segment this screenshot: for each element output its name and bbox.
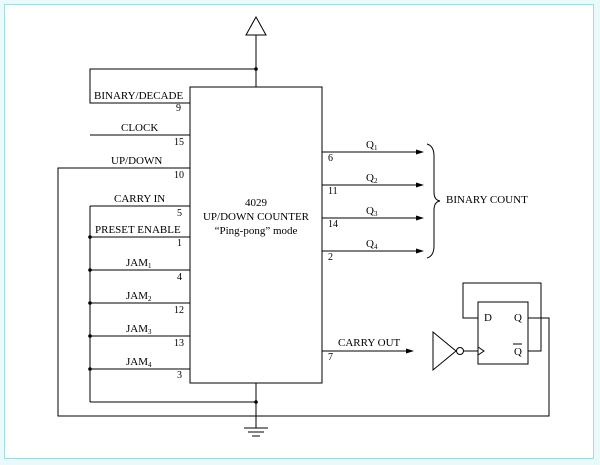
junction-dot [254,400,258,404]
inverter-gate [432,330,457,372]
ff-d-label: D [484,312,492,324]
output-arrow [416,248,424,254]
input-label-jam3: JAM3 [126,323,152,336]
pin-number: 4 [177,272,182,283]
pin-number: 2 [328,252,333,263]
pin-number: 1 [177,238,182,249]
junction-dot [88,235,92,239]
binary-count-brace [426,143,441,259]
input-label-jam1: JAM1 [126,257,152,270]
binary-count-label: BINARY COUNT [446,194,528,206]
junction-dot [88,301,92,305]
output-arrow [416,182,424,188]
pin-number: 6 [328,153,333,164]
output-label-q2: Q2 [366,172,378,185]
chip-name: UP/DOWN COUNTER [203,211,310,223]
ff-qbar-label: Q [514,346,522,358]
carry-out-arrow [406,348,414,354]
pin-number: 11 [328,186,338,197]
junction-dot [88,334,92,338]
pin-number: 9 [176,103,181,114]
output-label-q4: Q4 [366,238,378,251]
output-label-q1: Q1 [366,139,378,152]
pin-number: 15 [174,137,184,148]
pin-number: 14 [328,219,338,230]
pin-number: 3 [177,370,182,381]
pin-number: 12 [174,305,184,316]
ff-q-label: Q [514,312,522,324]
input-label-jam4: JAM4 [126,356,152,369]
output-arrow [416,215,424,221]
output-label-q3: Q3 [366,205,378,218]
output-arrow [416,149,424,155]
pin-number: 10 [174,170,184,181]
input-label-up-down: UP/DOWN [111,155,162,167]
input-label-carry-in: CARRY IN [114,193,165,205]
junction-dot [88,268,92,272]
power-supply-symbol [245,15,267,36]
chip-number: 4029 [245,197,268,209]
input-label-clock: CLOCK [121,122,158,134]
input-label-binary-decade: BINARY/DECADE [94,90,184,102]
input-label-jam2: JAM2 [126,290,152,303]
carry-out-label: CARRY OUT [338,337,401,349]
pin-number: 13 [174,338,184,349]
pin-number: 7 [328,352,333,363]
junction-dot [88,367,92,371]
ground-symbol [244,427,268,437]
inverter-bubble [456,347,464,355]
chip-mode: “Ping-pong” mode [215,225,298,237]
input-label-preset-enable: PRESET ENABLE [95,224,181,236]
d-flip-flop [477,301,529,365]
pin-number: 5 [177,208,182,219]
